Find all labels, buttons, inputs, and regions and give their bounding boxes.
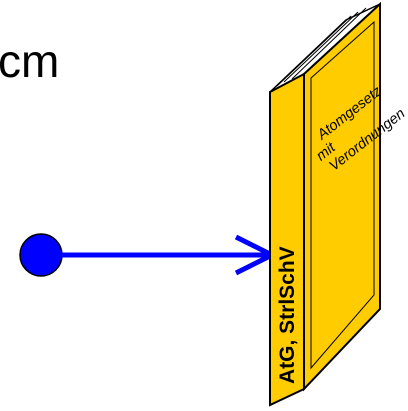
book-cover bbox=[303, 1, 381, 392]
source-dot-icon bbox=[19, 233, 63, 277]
book: AtG, StrlSchV Atomgesetz mit Verordnunge… bbox=[269, 1, 408, 407]
arrow-right-icon bbox=[62, 234, 278, 276]
book-spine-label: AtG, StrlSchV bbox=[276, 246, 299, 384]
unit-label: cm bbox=[0, 35, 60, 87]
